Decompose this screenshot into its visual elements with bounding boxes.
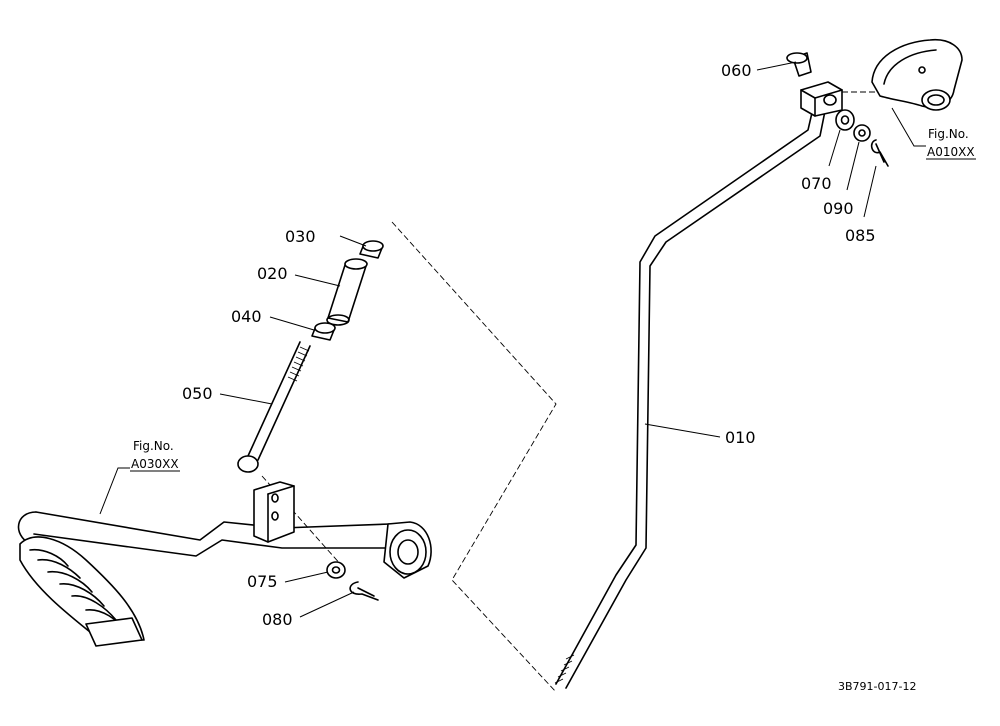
- label-020: 020: [257, 264, 288, 283]
- washer-070[interactable]: [326, 561, 346, 579]
- ref-right-fig-number[interactable]: A010XX: [927, 145, 975, 159]
- spacer-020[interactable]: [326, 258, 368, 326]
- label-060: 060: [721, 61, 752, 80]
- collar-030[interactable]: [359, 240, 384, 259]
- washer-075[interactable]: [835, 109, 855, 131]
- ref-right-fig-label: Fig.No.: [928, 127, 969, 141]
- label-040: 040: [231, 307, 262, 326]
- label-030: 030: [285, 227, 316, 246]
- leader-lines: [99, 61, 926, 618]
- rod-050[interactable]: [237, 341, 311, 473]
- label-080: 080: [262, 610, 293, 629]
- rod-010[interactable]: [554, 81, 843, 689]
- rod-010-thread: [554, 654, 575, 684]
- ref-bracket-right: [871, 38, 963, 111]
- assembly-dashed-lines: [261, 91, 882, 693]
- rod-050-thread: [287, 346, 310, 382]
- washer-090[interactable]: [853, 124, 871, 142]
- label-090: 090: [823, 199, 854, 218]
- diagram-code: 3B791-017-12: [838, 680, 916, 693]
- collar-040[interactable]: [311, 322, 336, 341]
- clip-085[interactable]: [870, 139, 889, 167]
- pin-060[interactable]: [786, 52, 812, 77]
- label-050: 050: [182, 384, 213, 403]
- label-085: 085: [845, 226, 876, 245]
- ref-left-fig-label: Fig.No.: [133, 439, 174, 453]
- label-070: 075: [247, 572, 278, 591]
- ref-left-fig-number[interactable]: A030XX: [131, 457, 179, 471]
- ref-pedal-left: [17, 481, 432, 647]
- clip-080[interactable]: [349, 581, 379, 601]
- label-010: 010: [725, 428, 756, 447]
- label-075: 070: [801, 174, 832, 193]
